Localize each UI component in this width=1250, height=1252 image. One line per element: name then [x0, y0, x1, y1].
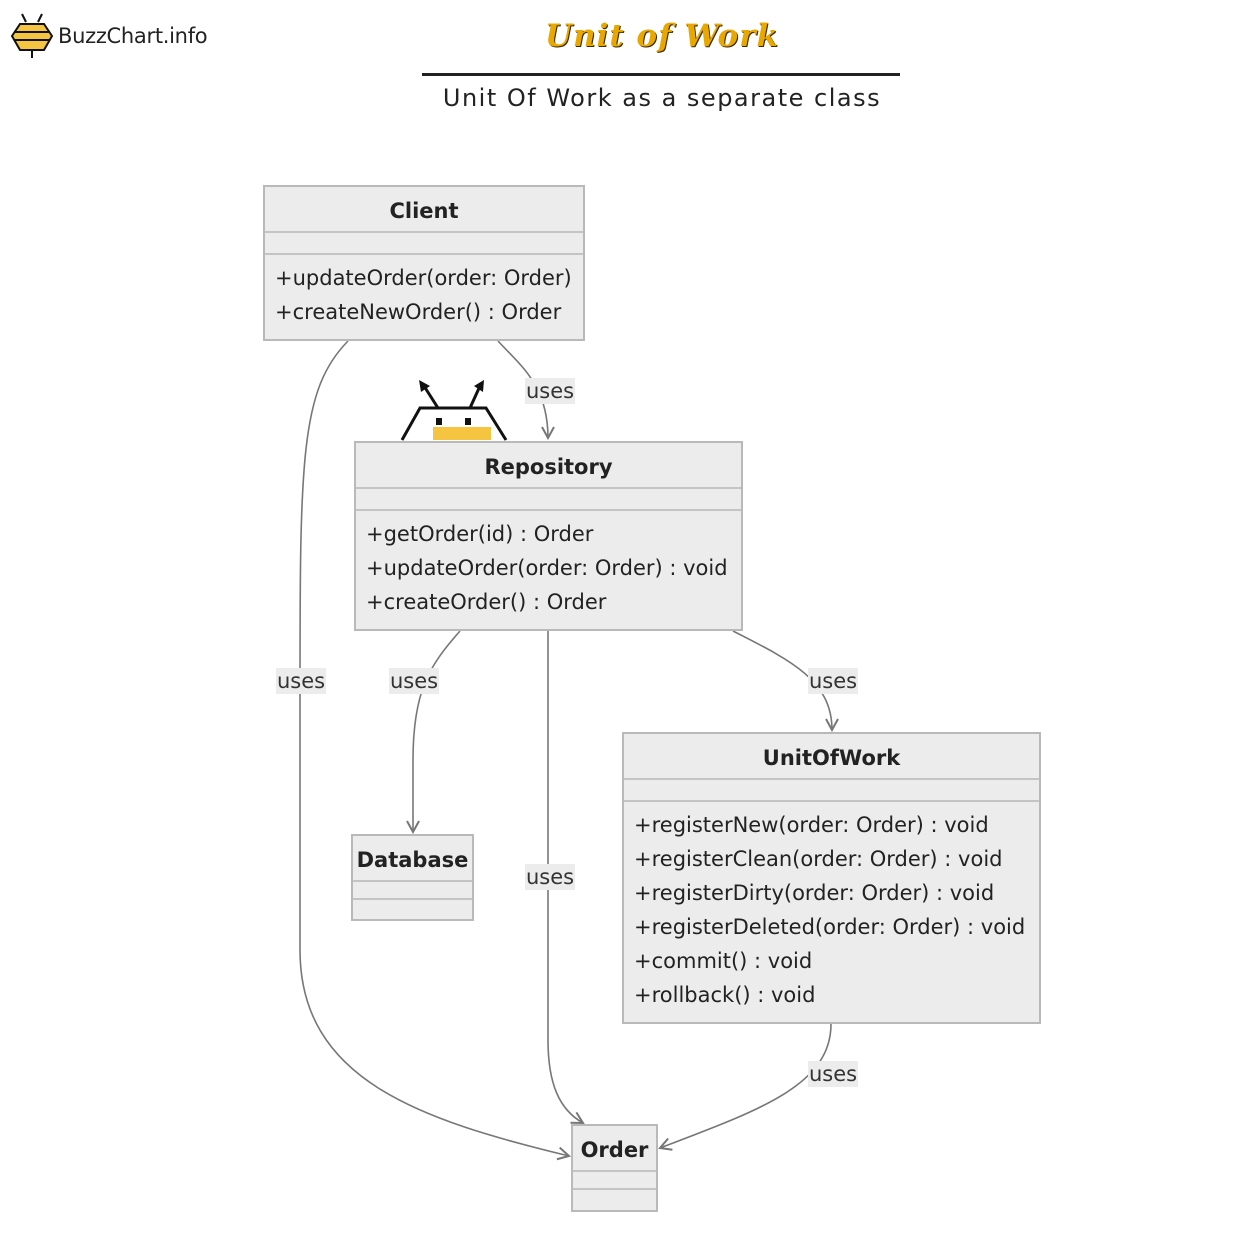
edge-label-repository-unitofwork: uses: [808, 668, 859, 694]
title-divider: [422, 73, 900, 76]
class-repository[interactable]: Repository +getOrder(id) : Order +update…: [354, 441, 743, 631]
brand: BuzzChart.info: [10, 12, 208, 60]
edge-repository-order: [547, 631, 583, 1123]
edge-client-order: [299, 340, 569, 1156]
bee-mascot-icon: [400, 380, 508, 441]
method: +createOrder() : Order: [366, 590, 607, 614]
class-unitofwork[interactable]: UnitOfWork +registerNew(order: Order) : …: [622, 732, 1041, 1024]
class-name: UnitOfWork: [624, 734, 1039, 780]
diagram-subtitle: Unit Of Work as a separate class: [442, 84, 882, 112]
method: +registerClean(order: Order) : void: [634, 847, 1003, 871]
edge-label-repository-database: uses: [389, 668, 440, 694]
class-attributes: [265, 233, 583, 255]
class-methods: +registerNew(order: Order) : void +regis…: [624, 802, 1039, 1012]
method: +rollback() : void: [634, 983, 816, 1007]
class-attributes: [573, 1172, 656, 1190]
method: +updateOrder(order: Order) : void: [366, 556, 728, 580]
class-database[interactable]: Database: [351, 834, 474, 921]
method: +getOrder(id) : Order: [366, 522, 594, 546]
method: +registerNew(order: Order) : void: [634, 813, 989, 837]
edge-repository-database: [413, 630, 461, 832]
edge-unitofwork-order: [660, 1023, 832, 1148]
class-name: Repository: [356, 443, 741, 489]
class-attributes: [624, 780, 1039, 802]
class-attributes: [356, 489, 741, 511]
class-methods: +getOrder(id) : Order +updateOrder(order…: [356, 511, 741, 619]
class-order[interactable]: Order: [571, 1124, 658, 1212]
method: +registerDeleted(order: Order) : void: [634, 915, 1026, 939]
method: +createNewOrder() : Order: [275, 300, 562, 324]
edge-label-unitofwork-order: uses: [808, 1061, 859, 1087]
edge-label-client-order: uses: [276, 668, 327, 694]
edge-label-repository-order: uses: [525, 864, 576, 890]
class-name: Order: [573, 1126, 656, 1172]
brand-name[interactable]: BuzzChart.info: [58, 24, 208, 48]
method: +registerDirty(order: Order) : void: [634, 881, 995, 905]
method: +commit() : void: [634, 949, 813, 973]
class-name: Database: [353, 836, 472, 882]
bee-logo-icon: [10, 13, 54, 58]
class-attributes: [353, 882, 472, 900]
edge-repository-unitofwork: [732, 630, 832, 730]
method: +updateOrder(order: Order): [275, 266, 572, 290]
class-client[interactable]: Client +updateOrder(order: Order) +creat…: [263, 185, 585, 341]
class-methods: +updateOrder(order: Order) +createNewOrd…: [265, 255, 583, 329]
class-name: Client: [265, 187, 583, 233]
diagram-title: Unit of Work: [544, 18, 780, 54]
edge-label-client-repository: uses: [525, 378, 576, 404]
